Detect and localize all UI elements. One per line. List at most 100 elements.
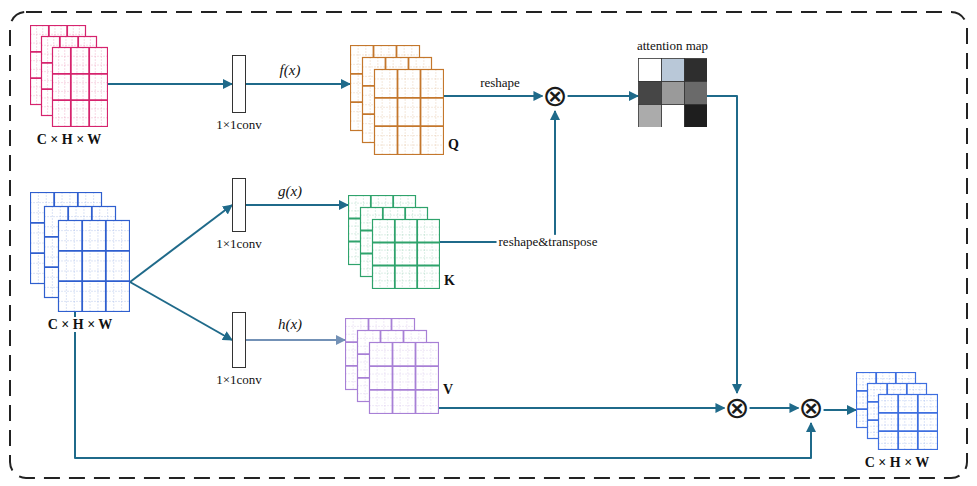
grid-dots bbox=[379, 220, 380, 289]
grid-dots bbox=[874, 384, 875, 439]
grid-dots bbox=[370, 381, 439, 382]
dashed-frame bbox=[10, 12, 967, 478]
grid-line bbox=[917, 395, 919, 450]
feature-map-layer bbox=[59, 221, 130, 312]
conv-label: 1×1conv bbox=[216, 237, 262, 251]
multiply-circle: ⊗ bbox=[798, 393, 823, 423]
grid-dots bbox=[121, 221, 122, 312]
grid-dots bbox=[375, 88, 444, 89]
attention-cell bbox=[685, 105, 708, 128]
feature-map-node: C × H × W bbox=[30, 192, 130, 312]
grid-line bbox=[53, 99, 108, 101]
grid-dots bbox=[857, 378, 916, 379]
grid-line bbox=[53, 73, 108, 75]
grid-line bbox=[373, 265, 440, 267]
grid-dots bbox=[53, 82, 108, 83]
grid-line bbox=[373, 242, 440, 244]
grid-dots bbox=[59, 291, 130, 292]
grid-dots bbox=[879, 443, 938, 444]
grid-dots bbox=[885, 395, 886, 450]
grid-dots bbox=[53, 56, 108, 57]
grid-dots bbox=[358, 46, 359, 131]
arrow-connector bbox=[246, 339, 345, 341]
grid-dots bbox=[349, 203, 416, 204]
grid-dots bbox=[430, 343, 431, 414]
grid-dots bbox=[384, 343, 385, 414]
grid-dots bbox=[358, 338, 427, 339]
grid-dots bbox=[863, 373, 864, 428]
grid-dots bbox=[361, 215, 428, 216]
grid-dots bbox=[113, 221, 114, 312]
grid-dots bbox=[879, 425, 938, 426]
feature-map-node: C × H × W bbox=[856, 372, 938, 450]
grid-dots bbox=[97, 221, 98, 312]
grid-dots bbox=[879, 437, 938, 438]
multiply-circle: ⊗ bbox=[542, 81, 567, 111]
attention-cell bbox=[639, 105, 662, 128]
feature-map-node: V bbox=[345, 318, 439, 414]
dimension-label: C × H × W bbox=[46, 317, 115, 332]
feature-map-stack bbox=[30, 192, 130, 312]
arrow-connector bbox=[568, 95, 638, 97]
function-label: f(x) bbox=[278, 62, 303, 79]
grid-dots bbox=[402, 220, 403, 289]
grid-dots bbox=[382, 70, 383, 155]
grid-dots bbox=[101, 48, 102, 127]
grid-dots bbox=[365, 331, 366, 402]
layer-outline bbox=[879, 395, 938, 450]
grid-dots bbox=[435, 70, 436, 155]
grid-dots bbox=[409, 220, 410, 289]
grid-line bbox=[420, 70, 422, 155]
grid-dots bbox=[53, 65, 108, 66]
conv-box: 1×1conv bbox=[232, 312, 246, 368]
grid-dots bbox=[387, 220, 388, 289]
attention-map: attention map bbox=[638, 58, 707, 127]
grid-dots bbox=[868, 389, 927, 390]
grid-line bbox=[416, 220, 418, 289]
layer-outline bbox=[53, 48, 108, 127]
conv-box: 1×1conv bbox=[232, 178, 246, 232]
grid-line bbox=[394, 220, 396, 289]
grid-dots bbox=[370, 405, 439, 406]
grid-line bbox=[879, 430, 938, 432]
grid-dots bbox=[879, 406, 938, 407]
layer-outline bbox=[59, 221, 130, 312]
layer-outline bbox=[370, 343, 439, 414]
grid-dots bbox=[42, 45, 97, 46]
grid-dots bbox=[904, 395, 905, 450]
grid-dots bbox=[31, 34, 86, 35]
grid-line bbox=[879, 412, 938, 414]
grid-dots bbox=[95, 48, 96, 127]
arrow-connector bbox=[750, 407, 799, 409]
dimension-label: C × H × W bbox=[863, 455, 932, 470]
attention-grid bbox=[638, 58, 707, 127]
grid-dots bbox=[53, 108, 108, 109]
conv-label: 1×1conv bbox=[216, 373, 262, 387]
arrow-connector bbox=[707, 96, 737, 393]
grid-dots bbox=[90, 221, 91, 312]
feature-map-node: K bbox=[348, 195, 440, 289]
grid-dots bbox=[375, 145, 444, 146]
attention-cell bbox=[662, 59, 685, 82]
attention-cell bbox=[639, 82, 662, 105]
grid-line bbox=[59, 280, 130, 282]
grid-dots bbox=[924, 395, 925, 450]
multiply-symbol: ⊗ bbox=[542, 81, 567, 111]
attention-cell bbox=[662, 105, 685, 128]
multiply-circle: ⊗ bbox=[724, 393, 749, 423]
grid-dots bbox=[355, 196, 356, 265]
grid-dots bbox=[53, 91, 108, 92]
grid-line bbox=[370, 365, 439, 367]
arrow-connector bbox=[440, 111, 555, 242]
grid-dots bbox=[373, 273, 440, 274]
feature-map-layer bbox=[375, 70, 444, 155]
arrow-connector bbox=[108, 83, 232, 85]
grid-dots bbox=[47, 37, 48, 116]
grid-dots bbox=[52, 207, 53, 298]
feature-map-layer bbox=[373, 220, 440, 289]
grid-dots bbox=[412, 70, 413, 155]
grid-dots bbox=[353, 319, 354, 390]
grid-dots bbox=[83, 48, 84, 127]
grid-dots bbox=[38, 193, 39, 284]
grid-dots bbox=[373, 250, 440, 251]
